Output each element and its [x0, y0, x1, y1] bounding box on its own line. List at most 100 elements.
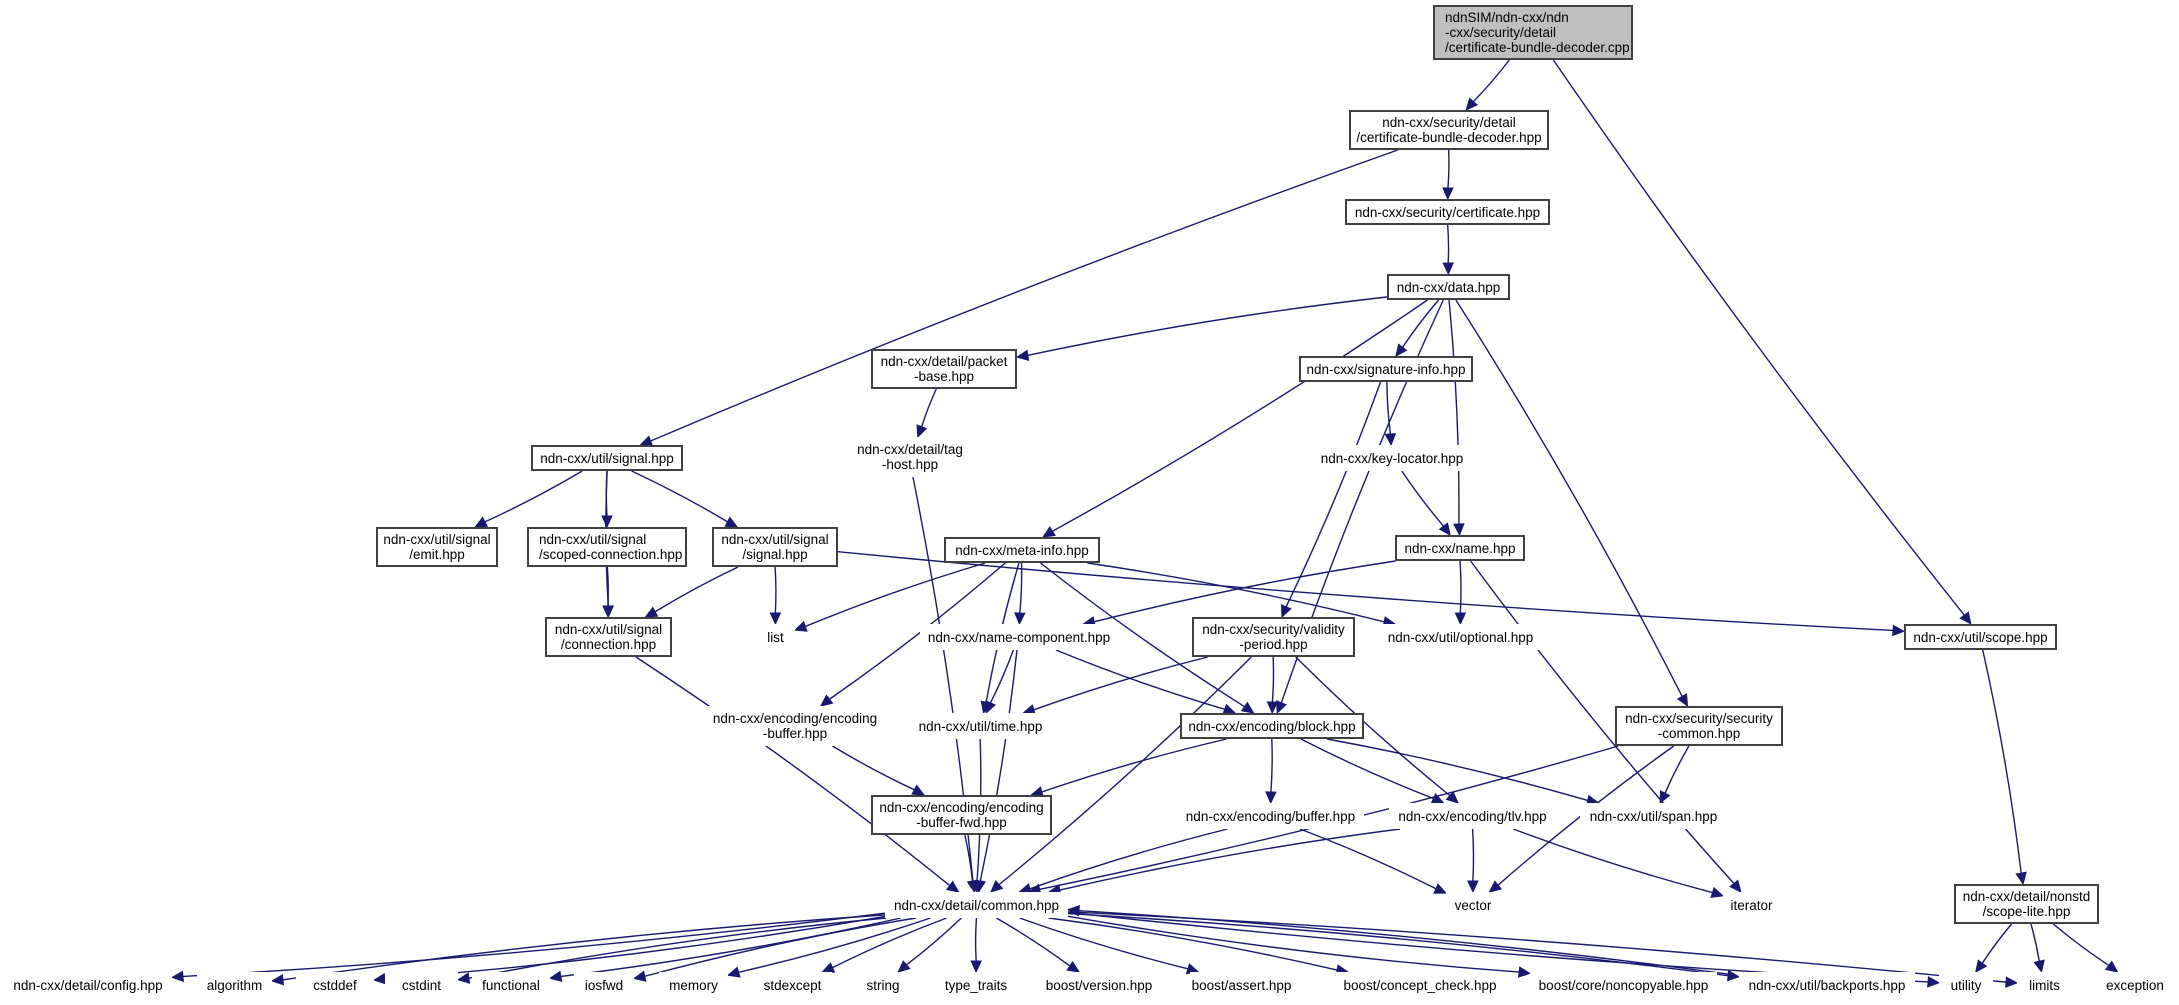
edge-connection-to-common [635, 656, 951, 887]
edge-root-to-cbd_hpp [1472, 59, 1510, 103]
arrowhead-signal-to-emit [474, 516, 489, 528]
edge-data-to-signature_info [1402, 299, 1440, 348]
node-scope-hpp[interactable]: ndn-cxx/util/scope.hpp [1904, 624, 2057, 650]
arrowhead-common-to-boost_noncopyable [1517, 966, 1532, 978]
node-span-hpp[interactable]: ndn-cxx/util/span.hpp [1580, 803, 1727, 829]
node-certificate-hpp[interactable]: ndn-cxx/security/certificate.hpp [1345, 199, 1550, 225]
edge-data-to-meta_info [1052, 299, 1428, 532]
edge-common-to-string [906, 917, 962, 966]
edge-validity-to-time [1033, 656, 1208, 711]
arrowhead-buffer-to-vector [1433, 883, 1448, 894]
edge-common-to-boost_assert [1019, 917, 1189, 970]
edge-security_common-to-span [1664, 745, 1690, 794]
node-packet-base-hpp[interactable]: ndn-cxx/detail/packet -base.hpp [871, 349, 1017, 389]
node-data-hpp[interactable]: ndn-cxx/data.hpp [1387, 274, 1510, 300]
node-scoped-connection-hpp[interactable]: ndn-cxx/util/signal /scoped-connection.h… [527, 527, 687, 567]
arrowhead-signal_signal-to-connection [644, 606, 659, 618]
node-scope-lite-hpp[interactable]: ndn-cxx/detail/nonstd /scope-lite.hpp [1954, 884, 2099, 924]
node-signal-emit-hpp[interactable]: ndn-cxx/util/signal /emit.hpp [376, 527, 498, 567]
arrowhead-certificate-to-data [1442, 262, 1454, 276]
edge-name-to-iterator [1470, 560, 1735, 884]
edge-certificate-to-data [1446, 224, 1450, 264]
edge-packet_base-to-tag_host [921, 388, 937, 427]
arrowhead-signal_signal-to-scope [1892, 624, 1906, 637]
arrowhead-name-to-iterator [1729, 879, 1742, 893]
node-signal-connection-hpp[interactable]: ndn-cxx/util/signal /connection.hpp [545, 617, 672, 657]
node-cstddef: cstddef [296, 972, 374, 998]
edge-block-to-tlv [1300, 738, 1434, 800]
edge-scope_lite-to-limits [2030, 923, 2040, 962]
node-certificate-bundle-decoder-hpp[interactable]: ndn-cxx/security/detail /certificate-bun… [1349, 110, 1549, 150]
arrowhead-common-to-string [897, 960, 911, 973]
node-encoding-buffer-hpp[interactable]: ndn-cxx/encoding/encoding -buffer.hpp [705, 706, 885, 746]
edge-signal_signal-to-connection [654, 566, 739, 613]
node-meta-info-hpp[interactable]: ndn-cxx/meta-info.hpp [944, 537, 1100, 563]
node-encoding-buffer-fwd-hpp[interactable]: ndn-cxx/encoding/encoding -buffer-fwd.hp… [871, 795, 1052, 835]
node-security-common-hpp[interactable]: ndn-cxx/security/security -common.hpp [1615, 706, 1783, 746]
edge-data-to-security_common [1455, 299, 1683, 697]
node-name-hpp[interactable]: ndn-cxx/name.hpp [1395, 535, 1525, 561]
edge-data-to-packet_base [1027, 296, 1388, 357]
node-validity-period-hpp[interactable]: ndn-cxx/security/validity -period.hpp [1192, 617, 1355, 657]
node-optional-hpp[interactable]: ndn-cxx/util/optional.hpp [1379, 624, 1542, 650]
edge-tlv-to-common [1059, 828, 1401, 891]
node-cstdint: cstdint [385, 972, 458, 998]
edge-name_component-to-common [979, 649, 1018, 882]
arrowhead-data-to-signature_info [1395, 343, 1408, 357]
node-common-hpp[interactable]: ndn-cxx/detail/common.hpp [885, 892, 1068, 918]
node-key-locator-hpp[interactable]: ndn-cxx/key-locator.hpp [1311, 445, 1473, 471]
arrowhead-scope-to-scope_lite [2015, 871, 2027, 886]
edge-name_component-to-time [989, 649, 1015, 704]
node-backports-hpp[interactable]: ndn-cxx/util/backports.hpp [1739, 972, 1915, 998]
arrowhead-encoding_buffer-to-encoding_buffer_fwd [911, 784, 926, 796]
node-tag-host-hpp[interactable]: ndn-cxx/detail/tag -host.hpp [847, 437, 973, 477]
node-signal-hpp[interactable]: ndn-cxx/util/signal.hpp [531, 445, 683, 471]
node-tlv-hpp[interactable]: ndn-cxx/encoding/tlv.hpp [1389, 803, 1556, 829]
node-name-component-hpp[interactable]: ndn-cxx/name-component.hpp [920, 624, 1118, 650]
arrowhead-common-to-type_traits [970, 960, 982, 974]
node-list: list [756, 624, 795, 650]
edge-signal_signal-to-scope [837, 551, 1894, 632]
node-block-hpp[interactable]: ndn-cxx/encoding/block.hpp [1180, 713, 1364, 739]
edge-common-to-functional [560, 917, 902, 978]
arrowhead-name_component-to-time [985, 700, 996, 715]
edge-encoding_buffer_fwd-to-common [964, 834, 974, 882]
edge-common-to-algorithm [282, 914, 886, 981]
node-string: string [856, 972, 910, 998]
node-signature-info-hpp[interactable]: ndn-cxx/signature-info.hpp [1299, 356, 1473, 382]
arrowhead-scope_lite-to-utility [1974, 959, 1988, 973]
arrowhead-security_common-to-vector [1488, 880, 1503, 893]
edge-meta_info-to-encoding_buffer [829, 562, 1006, 700]
node-time-hpp[interactable]: ndn-cxx/util/time.hpp [909, 713, 1052, 739]
arrowhead-meta_info-to-name_component [1014, 612, 1026, 626]
arrowhead-common-to-config [170, 970, 184, 983]
arrowhead-tlv-to-vector [1467, 880, 1479, 894]
edge-buffer-to-vector [1299, 828, 1437, 890]
node-signal-signal-hpp[interactable]: ndn-cxx/util/signal /signal.hpp [712, 527, 838, 567]
edge-scope_lite-to-utility [1981, 923, 2013, 964]
edge-data-to-name [1448, 299, 1460, 525]
node-boost-concept-check-hpp: boost/concept_check.hpp [1336, 972, 1504, 998]
node-boost-version-hpp: boost/version.hpp [1041, 972, 1157, 998]
edge-tlv-to-vector [1471, 828, 1475, 882]
node-buffer-hpp[interactable]: ndn-cxx/encoding/buffer.hpp [1177, 803, 1364, 829]
edge-common-to-boost_noncopyable [1067, 915, 1520, 973]
arrowhead-data-to-name [1453, 523, 1465, 537]
arrowhead-cbd_hpp-to-certificate [1442, 187, 1454, 201]
arrowhead-validity-to-tlv [1445, 791, 1459, 804]
edge-tlv-to-iterator [1513, 828, 1713, 894]
edge-scope_lite-to-exception [2052, 923, 2110, 967]
node-type-traits: type_traits [936, 972, 1016, 998]
edge-common-to-boost_concept [1048, 917, 1338, 971]
edge-block-to-span [1326, 738, 1588, 802]
edge-scope-to-scope_lite [1982, 649, 2022, 874]
node-stdexcept: stdexcept [753, 972, 832, 998]
edge-signature_info-to-key_locator [1386, 381, 1392, 435]
edge-common-to-cstdint [468, 917, 887, 979]
arrowhead-validity-to-common [990, 880, 1004, 893]
edge-signal-to-emit [484, 470, 583, 523]
edge-validity-to-common [998, 656, 1252, 886]
arrowhead-root-to-cbd_hpp [1465, 97, 1479, 111]
arrowhead-common-to-boost_version [1066, 960, 1081, 973]
arrowhead-data-to-security_common [1676, 693, 1689, 708]
